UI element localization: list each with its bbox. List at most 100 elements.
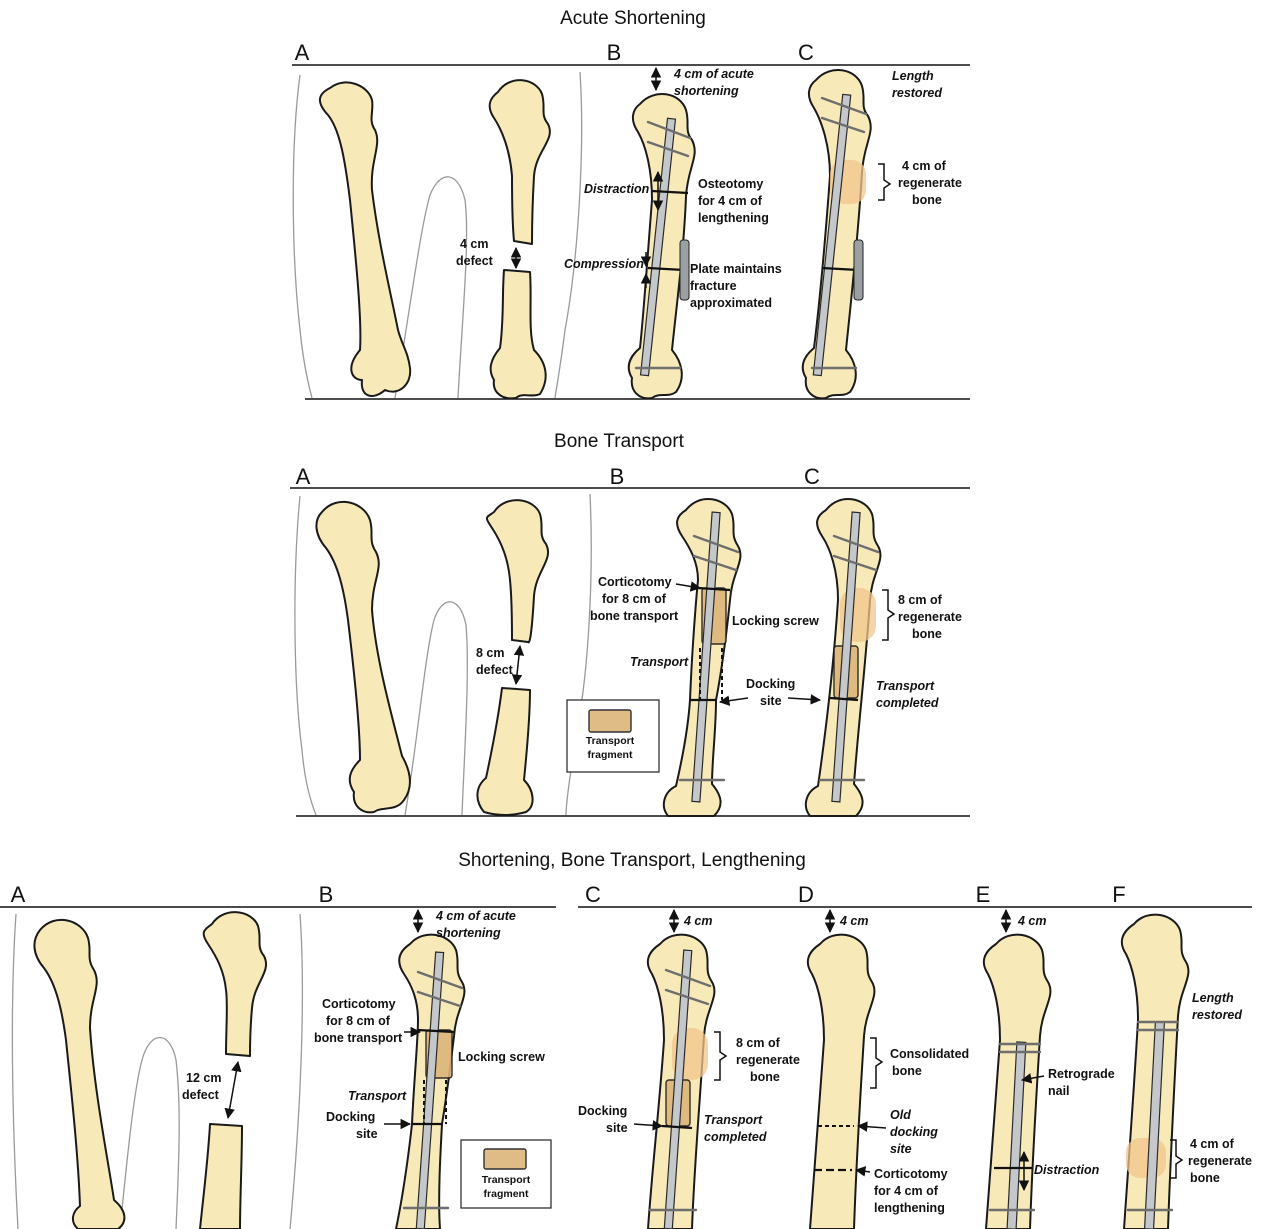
femur-shortened-with-nail xyxy=(629,94,695,398)
length-restored-label-1: Length xyxy=(1192,991,1234,1005)
defect-label-line-1: 12 cm xyxy=(186,1071,221,1085)
panel-letter-b: B xyxy=(319,882,334,907)
corticotomy-label-1: Corticotomy xyxy=(322,997,396,1011)
regenerate4-label-2: regenerate xyxy=(1188,1154,1252,1168)
panel-letter-f: F xyxy=(1112,882,1125,907)
femur-intact xyxy=(34,920,124,1229)
section-title: Shortening, Bone Transport, Lengthening xyxy=(458,850,806,871)
docking-label-2: site xyxy=(356,1127,378,1141)
regenerate-label-2: regenerate xyxy=(898,176,962,190)
length-restored-label-2: restored xyxy=(892,86,942,100)
defect-label-line-1: 8 cm xyxy=(476,646,505,660)
regenerate-label-1: 8 cm of xyxy=(736,1036,781,1050)
retrograde-label-2: nail xyxy=(1048,1084,1070,1098)
regenerate-bracket xyxy=(882,590,894,640)
compression-label: Compression xyxy=(564,257,644,271)
panel-letter-c: C xyxy=(798,40,814,65)
defect-label-line-2: defect xyxy=(476,663,514,677)
panel-letter-b: B xyxy=(607,40,622,65)
panel-letter-c: C xyxy=(804,464,820,489)
legend-label-2: fragment xyxy=(484,1188,529,1200)
consolidated-bracket xyxy=(870,1038,882,1088)
section-bone-transport: Bone Transport A B C 8 cm defect Transpo… xyxy=(290,431,970,816)
e-4cm-label: 4 cm xyxy=(1017,914,1047,928)
defect-arrow xyxy=(516,646,520,684)
section-title: Acute Shortening xyxy=(560,8,706,29)
docking-label-1: Docking xyxy=(746,677,795,691)
femur-shortened-transport-start xyxy=(396,935,464,1229)
old-docking-label-2: docking xyxy=(890,1125,938,1139)
corticotomy4-label-2: for 4 cm of xyxy=(874,1184,939,1198)
legend-label-1: Transport xyxy=(482,1174,531,1186)
distraction-label: Distraction xyxy=(584,182,650,196)
legend-transport-fragment: Transport fragment xyxy=(461,1140,551,1208)
consolidated-label-2: bone xyxy=(892,1064,922,1078)
locking-screw-label: Locking screw xyxy=(458,1050,545,1064)
section-acute-shortening: Acute Shortening A B C 4 cm defect xyxy=(292,8,970,399)
section-title: Bone Transport xyxy=(554,431,685,452)
femur-transport-completed xyxy=(806,499,881,816)
c-docking-label-2: site xyxy=(606,1121,628,1135)
regenerate-label-2: regenerate xyxy=(736,1053,800,1067)
panel-letter-a: A xyxy=(296,464,311,489)
femur-length-restored-final xyxy=(1122,915,1189,1229)
femur-with-defect xyxy=(490,80,550,398)
panel-letter-e: E xyxy=(976,882,991,907)
plate-label-2: fracture xyxy=(690,279,737,293)
old-docking-label-3: site xyxy=(890,1142,912,1156)
corticotomy-label-3: bone transport xyxy=(314,1031,403,1045)
corticotomy4-label-3: lengthening xyxy=(874,1201,945,1215)
transport-label: Transport xyxy=(348,1089,407,1103)
consolidated-label-1: Consolidated xyxy=(890,1047,969,1061)
defect-arrow xyxy=(228,1062,238,1118)
regenerate-label-3: bone xyxy=(750,1070,780,1084)
length-restored-label-1: Length xyxy=(892,69,934,83)
regenerate-label-2: regenerate xyxy=(898,610,962,624)
corticotomy4-label-1: Corticotomy xyxy=(874,1167,948,1181)
osteotomy-label-1: Osteotomy xyxy=(698,177,763,191)
regenerate4-label-3: bone xyxy=(1190,1171,1220,1185)
legend-label-1: Transport xyxy=(586,735,635,747)
femur-intact xyxy=(320,82,410,396)
defect-label-line-1: 4 cm xyxy=(460,237,489,251)
docking-label-2: site xyxy=(760,694,782,708)
corticotomy4-pointer xyxy=(856,1170,870,1172)
femur-length-restored xyxy=(803,70,871,398)
c-docking-label-1: Docking xyxy=(578,1104,627,1118)
distraction-label: Distraction xyxy=(1034,1163,1100,1177)
locking-screw-label: Locking screw xyxy=(732,614,819,628)
acute-shortening-label-2: shortening xyxy=(436,926,501,940)
d-4cm-label: 4 cm xyxy=(839,914,869,928)
plate-label-3: approximated xyxy=(690,296,772,310)
regenerate-label-3: bone xyxy=(912,627,942,641)
panel-letter-a: A xyxy=(11,882,26,907)
femur-transport-completed xyxy=(648,935,715,1229)
corticotomy-label-2: for 8 cm of xyxy=(326,1014,391,1028)
legend-label-2: fragment xyxy=(588,749,633,761)
corticotomy-label-2: for 8 cm of xyxy=(602,592,667,606)
corticotomy-pointer xyxy=(676,584,700,588)
panel-letter-a: A xyxy=(295,40,310,65)
section-combined: Shortening, Bone Transport, Lengthening … xyxy=(0,850,1252,1229)
old-docking-label-1: Old xyxy=(890,1108,911,1122)
femur-consolidated xyxy=(808,935,875,1229)
acute-shortening-label-2: shortening xyxy=(674,84,739,98)
c-4cm-label: 4 cm xyxy=(683,914,713,928)
acute-shortening-label-1: 4 cm of acute xyxy=(435,909,516,923)
old-docking-pointer xyxy=(858,1126,886,1128)
transport-label: Transport xyxy=(630,655,689,669)
panel-letter-b: B xyxy=(610,464,625,489)
regenerate-label-1: 8 cm of xyxy=(898,593,943,607)
retrograde-label-1: Retrograde xyxy=(1048,1067,1115,1081)
plate-label-1: Plate maintains xyxy=(690,262,782,276)
c-completed-label-2: completed xyxy=(704,1130,767,1144)
c-completed-label-1: Transport xyxy=(704,1113,763,1127)
corticotomy-label-1: Corticotomy xyxy=(598,575,672,589)
transport-completed-label-1: Transport xyxy=(876,679,935,693)
corticotomy-label-3: bone transport xyxy=(590,609,679,623)
regenerate-bracket xyxy=(714,1032,726,1080)
regenerate4-label-1: 4 cm of xyxy=(1190,1137,1235,1151)
regenerate-bracket xyxy=(878,164,890,200)
docking-label-1: Docking xyxy=(326,1110,375,1124)
